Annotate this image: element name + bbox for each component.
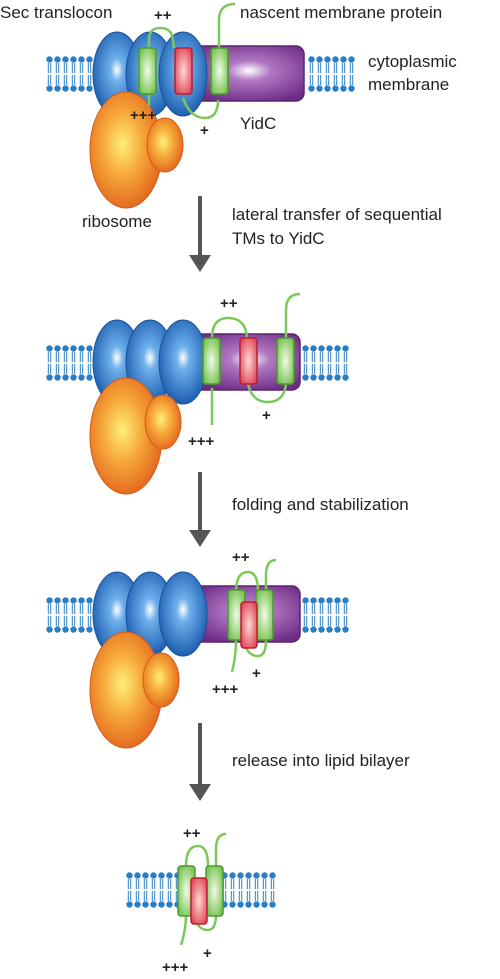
label-cytoplasmic: cytoplasmic — [368, 52, 457, 71]
charge-label: + — [262, 407, 271, 424]
label-sec-translocon: Sec translocon — [0, 3, 112, 22]
panel-3: ++ +++ + — [46, 549, 348, 749]
lipid-bilayer-left — [46, 56, 92, 91]
tm-segment-red — [190, 877, 208, 925]
tm-segment-red — [240, 601, 258, 649]
tm-segment-red — [239, 337, 258, 385]
tm-segment-green — [276, 337, 295, 385]
lipid-bilayer-right — [302, 597, 348, 632]
step-1-label-line-2: TMs to YidC — [232, 229, 325, 248]
step-2-label: folding and stabilization — [232, 495, 409, 514]
arrow-head — [189, 530, 211, 547]
nascent-chain — [147, 2, 236, 120]
step-3-label: release into lipid bilayer — [232, 751, 410, 770]
charge-label: +++ — [162, 959, 189, 976]
nascent-chain — [230, 558, 277, 673]
arrow-head — [189, 255, 211, 272]
tm-segment-green — [255, 589, 274, 641]
lipid-bilayer-left — [126, 872, 180, 907]
charge-label: ++ — [232, 549, 250, 566]
label-ribosome: ribosome — [82, 212, 152, 231]
charge-label: ++ — [220, 295, 238, 312]
nascent-chain — [210, 292, 301, 425]
charge-label: + — [203, 945, 212, 962]
tm-segment-green — [205, 865, 224, 917]
lipid-bilayer-left — [46, 597, 92, 632]
lipid-bilayer-right — [308, 56, 354, 91]
panel-2: ++ +++ + — [46, 292, 348, 495]
panel-1: ++ +++ + — [46, 2, 354, 209]
label-membrane: membrane — [368, 75, 449, 94]
lipid-bilayer-right — [302, 345, 348, 380]
lipid-bilayer-right — [221, 872, 275, 907]
translocon-subunit — [158, 319, 208, 405]
arrow-head — [189, 784, 211, 801]
ribosome-small-subunit — [142, 652, 180, 708]
protein-chain — [179, 832, 227, 946]
charge-label: + — [252, 665, 261, 682]
step-1-label-line-1: lateral transfer of sequential — [232, 205, 442, 224]
translocon-subunit — [158, 571, 208, 657]
tm-segment-green — [138, 47, 157, 95]
ribosome-small-subunit — [146, 117, 184, 173]
label-yidc: YidC — [240, 114, 276, 133]
label-nascent-protein: nascent membrane protein — [240, 3, 442, 22]
charge-label: + — [200, 122, 209, 139]
charge-label: +++ — [188, 433, 215, 450]
lipid-bilayer-left — [46, 345, 92, 380]
tm-segment-red — [174, 47, 193, 95]
panel-4: ++ +++ + — [126, 825, 275, 976]
charge-label: +++ — [130, 107, 157, 124]
charge-label: +++ — [212, 681, 239, 698]
tm-segment-green — [202, 337, 221, 385]
tm-segment-green — [210, 47, 229, 95]
ribosome-small-subunit — [144, 394, 182, 450]
charge-label: ++ — [183, 825, 201, 842]
charge-label: ++ — [154, 7, 172, 24]
